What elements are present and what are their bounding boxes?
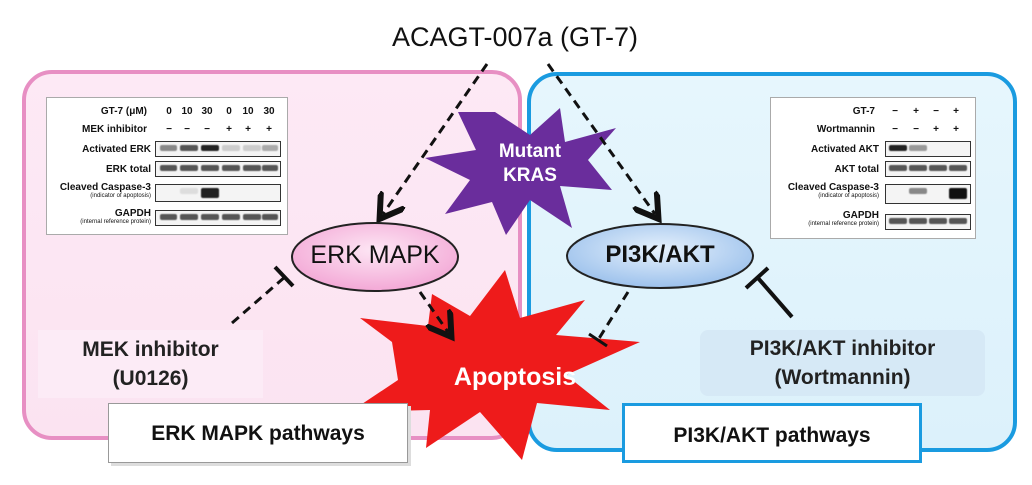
right-blot-row-label: Activated AKT (811, 144, 879, 155)
erk-mapk-label: ERK MAPK (310, 241, 440, 269)
left-blot-row-label: GAPDH (internal reference protein) (47, 208, 151, 225)
mek-inhibitor-name: MEK inhibitor (82, 338, 219, 361)
apoptosis-star (350, 270, 640, 460)
inhibit-bar-apoptosis (588, 332, 608, 348)
left-gapdh-label: GAPDH (114, 208, 151, 219)
arrow-gt7-to-erk (383, 63, 489, 214)
right-lane-treatment: + (913, 106, 919, 117)
left-lane-value: 10 (181, 106, 193, 117)
gapdh-band-right (885, 214, 971, 230)
pi3k-pathway-label: PI3K/AKT pathways (673, 424, 871, 447)
right-blot-header-wortmannin: Wortmannin (816, 124, 875, 135)
left-lane-treatment: − (166, 124, 172, 135)
akt-western-blot: GT-7 − + − + Wortmannin − − + + Activate… (770, 97, 976, 239)
erk-pathway-label-box: ERK MAPK pathways (108, 403, 408, 463)
right-gapdh-label: GAPDH (842, 210, 879, 221)
left-lane-treatment: + (266, 124, 272, 135)
right-blot-row-label: AKT total (834, 164, 879, 175)
left-lane-value: 30 (263, 106, 275, 117)
left-lane-value: 0 (166, 106, 172, 117)
erk-western-blot: GT-7 (μM) 0 10 30 0 10 30 MEK inhibitor … (46, 97, 288, 235)
mutant-kras-line1: Mutant (498, 141, 562, 162)
left-lane-treatment: + (245, 124, 251, 135)
left-lane-value: 0 (226, 106, 232, 117)
mutant-kras-label: Mutant KRAS (470, 140, 590, 188)
pi3k-inhibitor-compound: (Wortmannin) (774, 366, 911, 389)
left-blot-row-label: Cleaved Caspase-3 (indicator of apoptosi… (47, 182, 151, 199)
cleaved-caspase-band-right (885, 184, 971, 204)
erk-total-band (155, 161, 281, 177)
left-caspase-label: Cleaved Caspase-3 (59, 182, 151, 193)
activated-erk-band (155, 141, 281, 157)
right-lane-treatment: − (892, 106, 898, 117)
pi3k-akt-label: PI3K/AKT (605, 241, 715, 268)
right-lane-treatment: + (953, 124, 959, 135)
mek-inhibitor-background (38, 330, 263, 398)
right-blot-header-gt7: GT-7 (852, 106, 875, 117)
pi3k-inhibitor-label: PI3K/AKT inhibitor (Wortmannin) (700, 334, 985, 392)
activated-akt-band (885, 141, 971, 157)
right-lane-treatment: + (933, 124, 939, 135)
akt-total-band (885, 161, 971, 177)
left-lane-treatment: + (226, 124, 232, 135)
pi3k-inhibition-line (756, 276, 794, 319)
mutant-kras-line2: KRAS (503, 165, 557, 186)
mek-inhibition-bar (273, 265, 295, 288)
right-lane-treatment: − (892, 124, 898, 135)
right-caspase-sub: (indicator of apoptosis) (818, 193, 879, 199)
left-gapdh-sub: (internal reference protein) (80, 219, 151, 225)
mek-inhibitor-label: MEK inhibitor (U0126) (38, 335, 263, 393)
erk-mapk-node (291, 222, 459, 292)
erk-pathway-label: ERK MAPK pathways (151, 422, 365, 445)
left-lane-treatment: − (204, 124, 210, 135)
compound-title: ACAGT-007a (GT-7) (391, 22, 639, 52)
arrow-erk-to-apoptosis (418, 291, 448, 332)
left-blot-header-mek: MEK inhibitor (82, 124, 147, 135)
pi3k-inhibitor-background (700, 330, 985, 396)
left-blot-row-label: Activated ERK (82, 144, 151, 155)
right-lane-treatment: − (913, 124, 919, 135)
mutant-kras-star (425, 108, 616, 235)
pi3k-inhibition-bar (744, 266, 770, 290)
pi3k-akt-node (566, 223, 754, 289)
gapdh-band-left (155, 210, 281, 226)
inhibit-pi3k-to-apoptosis (596, 291, 630, 341)
right-blot-row-label: GAPDH (internal reference protein) (771, 210, 879, 227)
right-blot-row-label: Cleaved Caspase-3 (indicator of apoptosi… (771, 182, 879, 199)
left-blot-row-label: ERK total (106, 164, 151, 175)
arrow-gt7-to-pi3k (546, 63, 655, 214)
left-blot-header-gt7: GT-7 (μM) (100, 106, 147, 117)
left-lane-value: 30 (201, 106, 213, 117)
mek-inhibition-line (231, 274, 287, 325)
apoptosis-label: Apoptosis (453, 363, 577, 391)
right-gapdh-sub: (internal reference protein) (808, 221, 879, 227)
left-lane-treatment: − (184, 124, 190, 135)
left-lane-value: 10 (242, 106, 254, 117)
cleaved-caspase-band (155, 184, 281, 202)
pi3k-inhibitor-name: PI3K/AKT inhibitor (749, 337, 936, 360)
right-caspase-label: Cleaved Caspase-3 (787, 182, 879, 193)
right-lane-treatment: − (933, 106, 939, 117)
left-caspase-sub: (indicator of apoptosis) (90, 193, 151, 199)
pi3k-pathway-label-box: PI3K/AKT pathways (622, 403, 922, 463)
right-lane-treatment: + (953, 106, 959, 117)
mek-inhibitor-compound: (U0126) (112, 367, 189, 390)
